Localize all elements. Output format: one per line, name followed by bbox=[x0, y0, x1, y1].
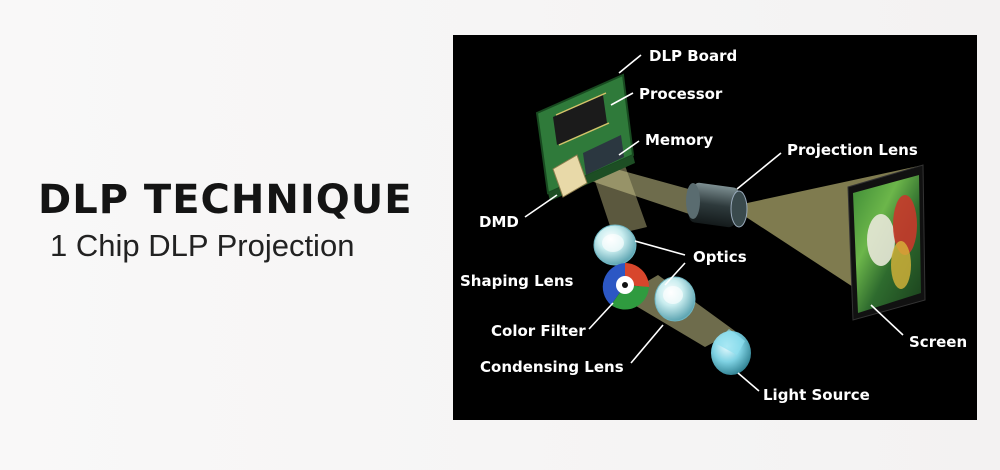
leader-screen bbox=[870, 304, 904, 336]
page-subtitle: 1 Chip DLP Projection bbox=[50, 228, 355, 263]
leader-condensing-lens bbox=[630, 324, 664, 364]
leader-processor bbox=[610, 92, 634, 106]
leader-dmd bbox=[524, 194, 558, 218]
label-screen: Screen bbox=[909, 333, 967, 351]
leader-light-source bbox=[737, 372, 760, 392]
title-block: DLP TECHNIQUE 1 Chip DLP Projection bbox=[38, 180, 428, 264]
label-processor: Processor bbox=[639, 85, 723, 103]
dlp-diagram-svg: DLP Board Processor Memory Projection Le… bbox=[460, 47, 967, 404]
label-condensing-lens: Condensing Lens bbox=[480, 358, 624, 376]
page-title: DLP TECHNIQUE bbox=[38, 177, 413, 223]
projection-lens bbox=[686, 182, 748, 228]
processor-chip bbox=[553, 95, 607, 145]
leader-projection-lens bbox=[736, 152, 782, 190]
label-dmd: DMD bbox=[479, 213, 519, 231]
label-shaping-lens: Shaping Lens bbox=[460, 272, 574, 290]
leader-memory bbox=[618, 140, 640, 156]
shaping-lens bbox=[593, 224, 637, 266]
label-dlp-board: DLP Board bbox=[649, 47, 737, 65]
leader-dlp-board bbox=[618, 54, 642, 74]
light-source-bulb bbox=[711, 329, 751, 375]
label-optics: Optics bbox=[693, 248, 747, 266]
memory-chip bbox=[583, 135, 624, 175]
leader-color-filter bbox=[588, 302, 614, 330]
color-filter-wheel bbox=[602, 263, 649, 310]
condensing-lens bbox=[654, 276, 696, 322]
dmd-chip bbox=[552, 154, 588, 198]
label-projection-lens: Projection Lens bbox=[787, 141, 918, 159]
label-light-source: Light Source bbox=[763, 386, 870, 404]
leader-optics-2 bbox=[664, 262, 686, 286]
label-memory: Memory bbox=[645, 131, 713, 149]
leader-optics-1 bbox=[634, 240, 686, 256]
projection-screen bbox=[847, 164, 926, 321]
dlp-diagram: DLP Board Processor Memory Projection Le… bbox=[453, 35, 977, 420]
label-color-filter: Color Filter bbox=[491, 322, 586, 340]
